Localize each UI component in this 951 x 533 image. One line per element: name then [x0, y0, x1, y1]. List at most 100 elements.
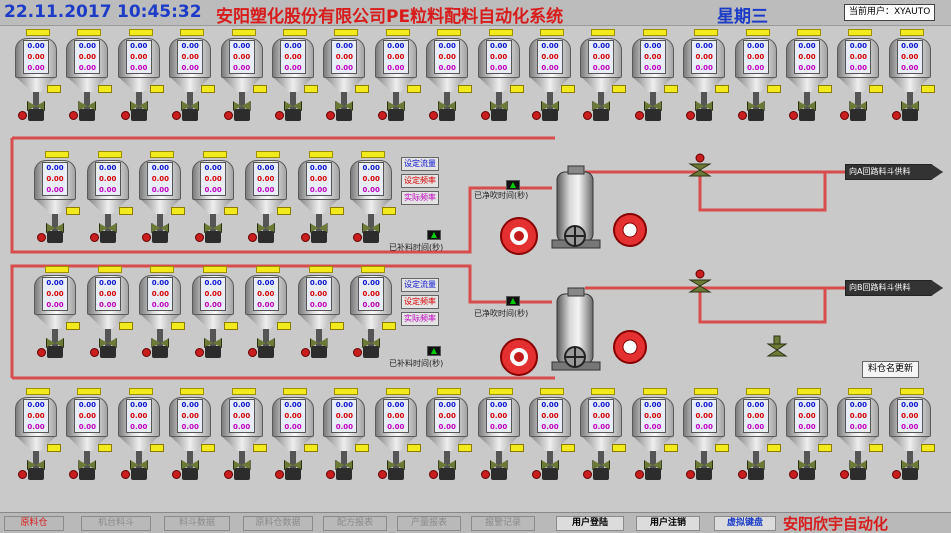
hopper-value: 0.00	[257, 301, 275, 309]
hopper-level-bar	[97, 151, 122, 158]
hopper-motor	[439, 468, 456, 480]
hopper-alarm-lamp	[840, 470, 850, 479]
hopper-tag	[276, 207, 291, 215]
hopper-level-bar	[899, 388, 924, 395]
route-a-arrow[interactable]: 向A回路料斗供料	[845, 164, 943, 180]
hopper-alarm-lamp	[172, 111, 182, 120]
hopper-tag	[224, 322, 239, 330]
hopper-value: 0.00	[204, 175, 222, 183]
tab-machine-hopper[interactable]: 机台料斗	[81, 516, 151, 531]
hopper-value: 0.00	[130, 53, 148, 61]
hopper-value: 0.00	[644, 64, 662, 72]
hopper-value: 0.00	[232, 64, 251, 72]
hopper-value: 0.00	[284, 64, 302, 72]
hopper-motor	[310, 231, 327, 243]
hopper-motor	[28, 109, 44, 121]
hopper-level-bar	[203, 266, 228, 273]
hopper-level-bar	[334, 29, 359, 36]
hopper-motor	[644, 109, 661, 121]
hopper-value: 0.00	[27, 42, 45, 50]
purge-time-button-b[interactable]: ▲	[506, 296, 520, 306]
added-time-button-a[interactable]: ▲	[427, 230, 441, 240]
hopper-value: 0.00	[541, 64, 559, 72]
hopper-tag	[382, 207, 397, 215]
hopper-value: 0.00	[849, 412, 868, 420]
tab-hopper-data[interactable]: 料斗数据	[164, 516, 230, 531]
hopper-motor	[747, 468, 764, 480]
legend-set-freq-a: 设定频率	[401, 174, 439, 188]
added-time-button-b[interactable]: ▲	[427, 346, 441, 356]
hopper-motor	[205, 231, 222, 243]
hopper-value: 0.00	[309, 175, 328, 183]
virtual-keyboard-button[interactable]: 虚拟键盘	[714, 516, 776, 531]
legend-set-freq-b: 设定频率	[401, 295, 439, 309]
hopper-alarm-lamp	[532, 111, 541, 120]
hopper-value: 0.00	[130, 412, 148, 420]
tab-raw-bin-data[interactable]: 原料仓数据	[243, 516, 313, 531]
hopper-tag	[304, 85, 318, 93]
hopper-tag	[382, 322, 397, 330]
hopper-tag	[766, 85, 781, 93]
route-b-arrow[interactable]: 向B回路料斗供料	[845, 280, 943, 296]
hopper-alarm-lamp	[429, 111, 439, 120]
hopper-value: 0.00	[284, 401, 302, 409]
hopper-alarm-lamp	[69, 470, 79, 479]
hopper-value: 0.00	[901, 42, 919, 50]
purge-time-button-a[interactable]: ▲	[506, 180, 520, 190]
hopper-value: 0.00	[99, 164, 117, 172]
hopper-value: 0.00	[309, 290, 328, 298]
tab-output-report[interactable]: 产量报表	[397, 516, 461, 531]
bin-name-update-button[interactable]: 料仓名更新	[862, 361, 920, 378]
hopper-value: 0.00	[151, 164, 170, 172]
hopper-neck	[135, 92, 142, 112]
login-button[interactable]: 用户登陆	[556, 516, 624, 531]
tab-alarm-log[interactable]: 报警记录	[471, 516, 535, 531]
hopper-tag	[663, 444, 678, 452]
tab-raw-bin[interactable]: 原料仓	[4, 516, 64, 531]
hopper-tag	[171, 207, 186, 215]
hopper-value: 0.00	[181, 401, 199, 409]
logout-button[interactable]: 用户注销	[636, 516, 700, 531]
hopper-tag	[118, 207, 133, 215]
hopper-alarm-lamp	[89, 348, 99, 357]
tab-recipe-report[interactable]: 配方报表	[323, 516, 387, 531]
hopper-alarm-lamp	[480, 111, 490, 120]
hopper-value: 0.00	[362, 186, 380, 194]
hopper-motor	[901, 109, 918, 121]
hopper-alarm-lamp	[18, 470, 27, 479]
hopper-alarm-lamp	[326, 111, 336, 120]
hopper-alarm-lamp	[583, 470, 593, 479]
hopper-neck	[315, 329, 322, 349]
hopper-level-bar	[97, 266, 122, 273]
hopper-tag	[612, 85, 627, 93]
hopper-value: 0.00	[489, 64, 508, 72]
hopper-value: 0.00	[232, 423, 251, 431]
hopper-level-bar	[77, 29, 102, 36]
hopper-value: 0.00	[438, 64, 456, 72]
hopper-neck	[210, 329, 217, 349]
hopper-value: 0.00	[181, 412, 199, 420]
hopper-motor	[363, 231, 380, 243]
hopper-motor	[336, 109, 353, 121]
hopper-tag	[715, 85, 730, 93]
hopper-value: 0.00	[798, 401, 816, 409]
hopper-level-bar	[385, 29, 410, 36]
hopper-value: 0.00	[362, 175, 380, 183]
hopper-value: 0.00	[644, 423, 662, 431]
hopper-value: 0.00	[232, 412, 251, 420]
hopper-alarm-lamp	[480, 470, 490, 479]
hopper-alarm-lamp	[247, 348, 257, 357]
hopper-tag	[406, 85, 421, 93]
hopper-level-bar	[488, 29, 513, 36]
hopper-level-bar	[180, 388, 205, 395]
hopper-neck	[752, 451, 759, 471]
hopper-level-bar	[437, 388, 462, 395]
hopper-motor	[152, 346, 169, 358]
current-user-box: 当前用户：XYAUTO	[844, 4, 936, 21]
